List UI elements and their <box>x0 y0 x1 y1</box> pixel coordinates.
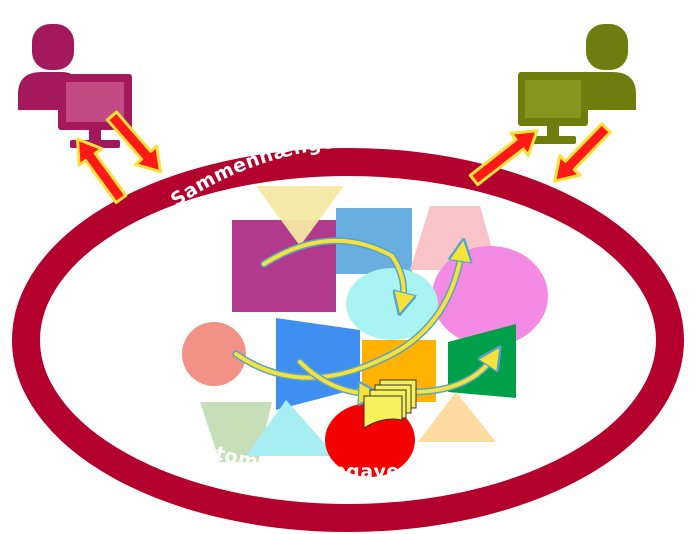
documents-stack-icon <box>363 379 417 429</box>
right-arrow-up <box>468 129 539 187</box>
red-ellipse <box>325 403 415 477</box>
tan-triangle <box>418 392 496 442</box>
salmon-circle <box>182 322 246 386</box>
blue-trapezoid <box>276 318 360 410</box>
magenta-square <box>232 220 336 312</box>
left-arrow-up <box>76 137 128 205</box>
shapes-cluster <box>182 186 548 477</box>
connection-arrows <box>76 110 612 205</box>
right-user-icon <box>518 24 636 144</box>
aqua-triangle <box>246 400 336 456</box>
yellow-triangle <box>256 186 344 246</box>
left-arrow-down <box>105 110 163 174</box>
infrastructure-ring <box>12 148 684 532</box>
right-arrow-down <box>553 122 612 183</box>
flow-arrows <box>232 241 494 394</box>
